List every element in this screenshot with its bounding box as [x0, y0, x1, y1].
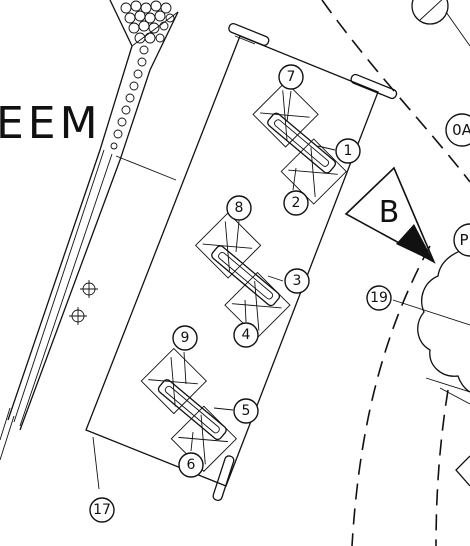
arrow-marker [455, 455, 470, 487]
callout-9: 9 [172, 325, 198, 351]
svg-text:17: 17 [93, 502, 111, 518]
svg-text:0A: 0A [452, 121, 470, 139]
kerb-marker [350, 73, 398, 100]
boundary-dashed-line [351, 245, 431, 546]
callout-19: 19 [366, 285, 392, 311]
callout-7: 7 [278, 64, 304, 90]
kerb-marker [212, 455, 235, 502]
callout-4: 4 [233, 322, 259, 348]
bench-group-bottom [140, 347, 238, 472]
callout-2: 2 [283, 190, 309, 216]
boundary-dashed-line [321, 0, 470, 183]
survey-point-icon [69, 307, 87, 325]
svg-text:B: B [379, 195, 400, 230]
parking-area-outline [85, 35, 379, 487]
svg-text:9: 9 [181, 330, 190, 346]
hedge-strip [0, 0, 179, 461]
svg-text:3: 3 [293, 273, 302, 289]
callout-3: 3 [284, 268, 310, 294]
boundary-dashed-line [435, 389, 449, 546]
svg-text:7: 7 [287, 69, 296, 85]
svg-text:6: 6 [187, 457, 196, 473]
svg-text:P: P [459, 231, 468, 249]
callout-8: 8 [226, 195, 252, 221]
street-label: EEM [0, 98, 102, 149]
svg-text:5: 5 [242, 403, 251, 419]
edge-label-p: P [453, 223, 470, 257]
callout-6: 6 [178, 452, 204, 478]
callout-5: 5 [233, 398, 259, 424]
tree-canopy-icon [417, 247, 470, 405]
svg-text:4: 4 [242, 327, 251, 343]
svg-text:8: 8 [235, 200, 244, 216]
callout-17: 17 [89, 497, 115, 523]
tree-icon [411, 0, 470, 47]
svg-text:19: 19 [370, 290, 388, 306]
bench-group-middle [194, 212, 291, 339]
callout-1: 1 [335, 138, 361, 164]
bench-group-top [252, 81, 347, 205]
leader-lines [92, 90, 470, 490]
svg-text:1: 1 [344, 143, 353, 159]
kerb-marker [228, 22, 270, 46]
section-marker-b: B [344, 166, 436, 264]
edge-label-0a: 0A [445, 113, 470, 147]
survey-point-icon [80, 280, 98, 298]
svg-text:2: 2 [292, 195, 301, 211]
